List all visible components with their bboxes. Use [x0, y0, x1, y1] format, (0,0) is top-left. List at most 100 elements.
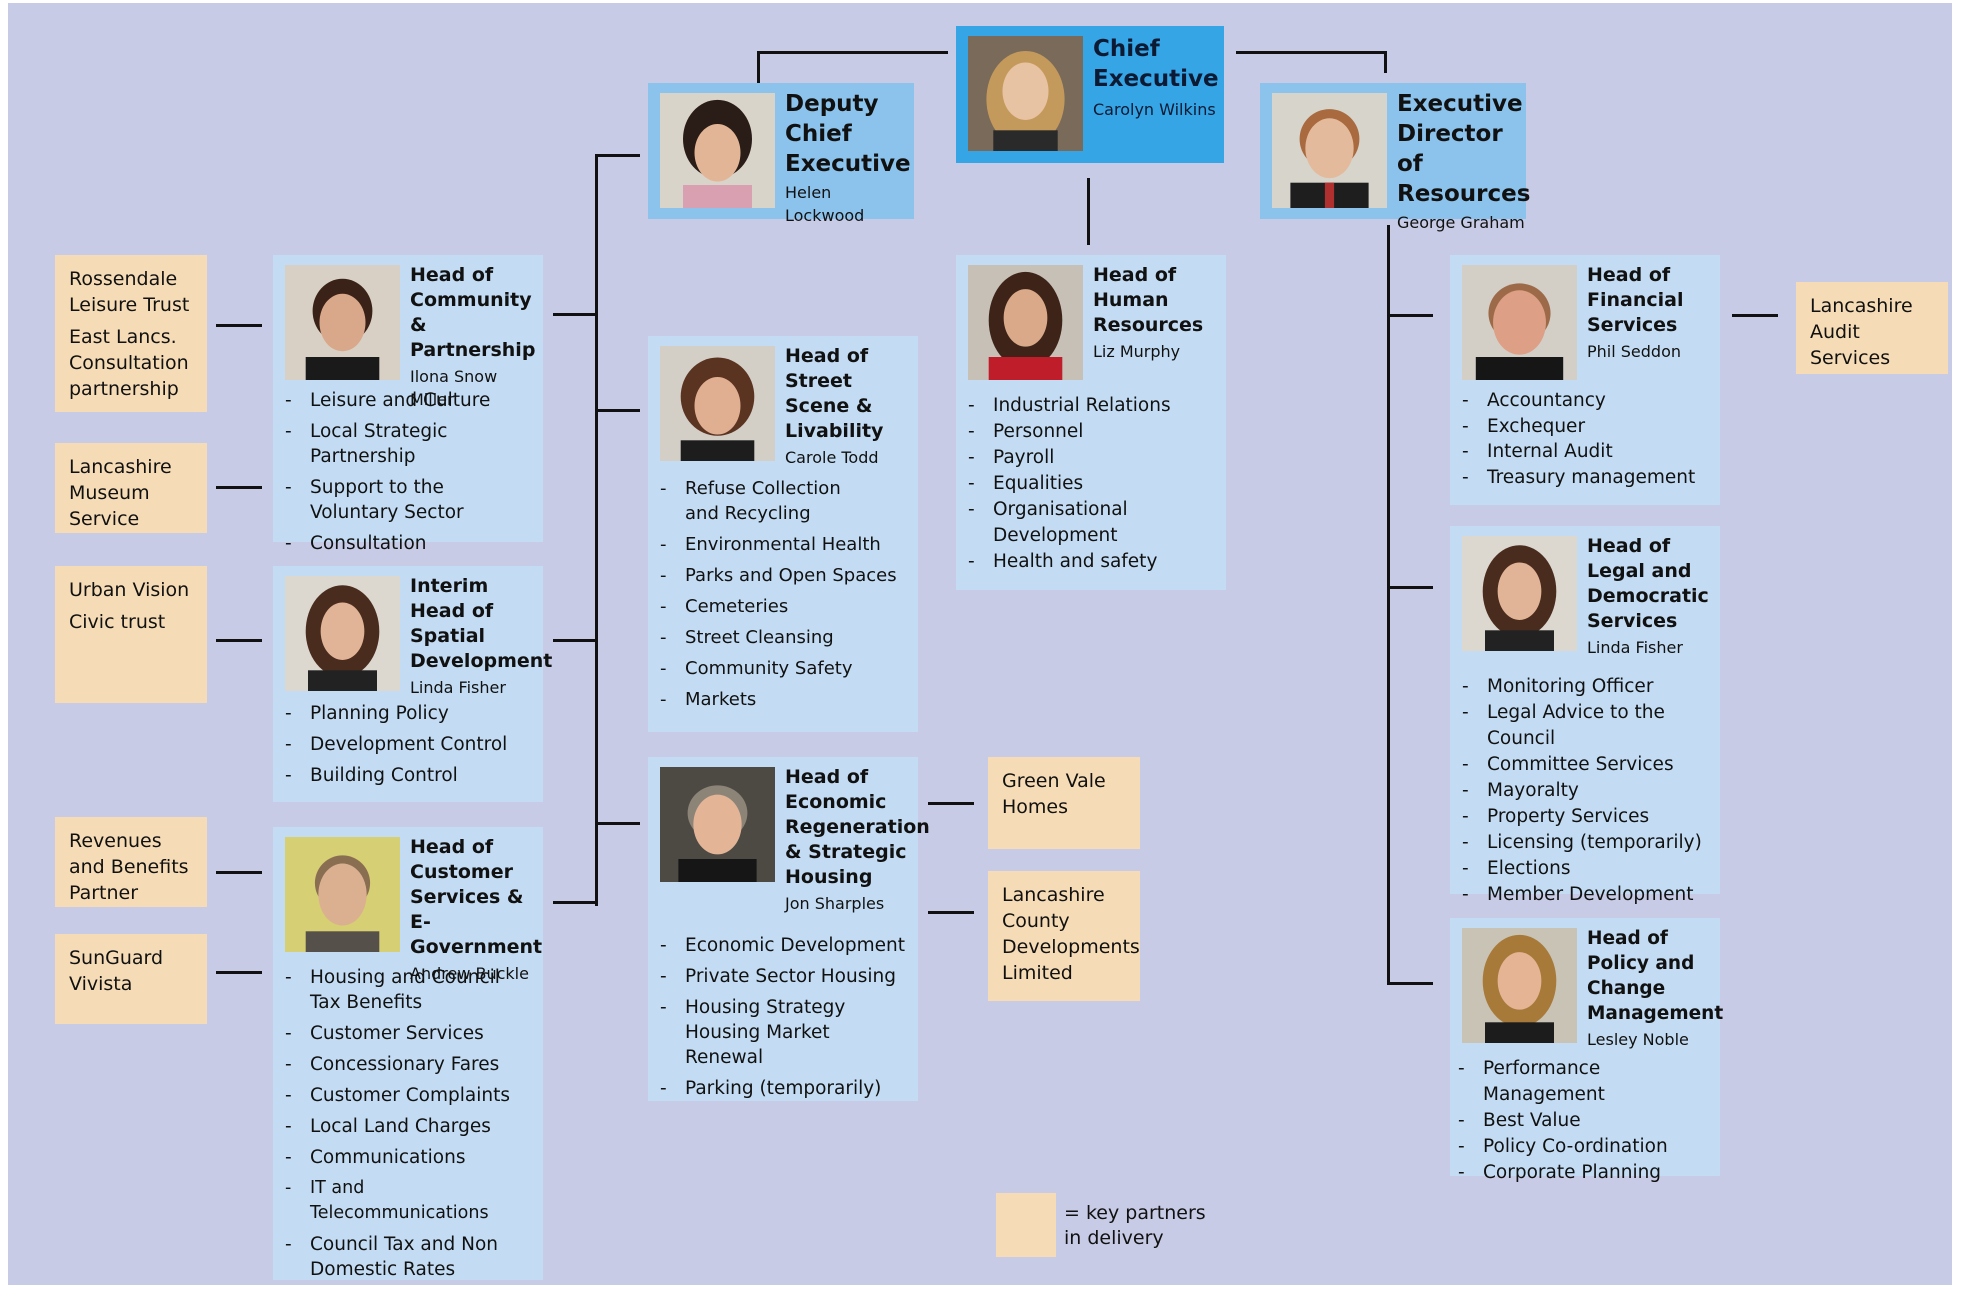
partner-name: East Lancs. Consultation partnership — [69, 326, 189, 400]
duty-item: Parking (temporarily) — [658, 1076, 912, 1101]
portrait-photo-executive-director-resources — [1272, 93, 1387, 208]
duty-item: Private Sector Housing — [658, 964, 912, 989]
head-hr-name: Liz Murphy — [1093, 342, 1181, 361]
connector-line — [553, 639, 598, 642]
partner-box-green-vale: Green Vale Homes — [988, 757, 1140, 849]
duty-item: Legal Advice to the Council — [1460, 700, 1714, 752]
duty-item: Health and safety — [966, 549, 1220, 575]
duty-item: Monitoring Officer — [1460, 674, 1714, 700]
duty-item: Personnel — [966, 419, 1220, 445]
connector-line — [553, 901, 598, 904]
duty-item: Customer Complaints — [283, 1083, 537, 1108]
head-policy-change-box: Head of Policy and Change Management Les… — [1450, 918, 1724, 1186]
head-spatial-development-box: Interim Head of Spatial Development Lind… — [273, 566, 552, 802]
duty-item: Development Control — [283, 732, 537, 757]
duty-item: Organisational Development — [966, 497, 1153, 549]
duty-item: Customer Services — [283, 1021, 537, 1046]
connector-line — [595, 154, 598, 906]
duty-item: Planning Policy — [283, 701, 537, 726]
head-hr-duties: Industrial Relations Personnel Payroll E… — [966, 393, 1220, 575]
connector-line — [1387, 314, 1433, 317]
duty-item: Housing and Council Tax Benefits — [283, 965, 537, 1015]
head-street-title: Head of Street Scene & Livability — [785, 345, 884, 442]
head-legal-title: Head of Legal and Democratic Services — [1587, 535, 1709, 632]
head-financial-name: Phil Seddon — [1587, 342, 1682, 361]
head-financial-services-box: Head of Financial Services Phil Seddon A… — [1450, 255, 1720, 505]
connector-line — [553, 313, 598, 316]
head-street-duties: Refuse Collection and Recycling Environm… — [658, 476, 912, 718]
duty-item: Support to the Voluntary Sector — [283, 475, 537, 525]
connector-line — [1087, 178, 1090, 245]
connector-line — [216, 324, 262, 327]
connector-line — [757, 51, 760, 83]
connector-line — [758, 51, 948, 54]
head-economic-duties: Economic Development Private Sector Hous… — [658, 933, 912, 1107]
head-human-resources-box: Head of Human Resources Liz Murphy Indus… — [956, 255, 1226, 590]
duty-item: Parks and Open Spaces — [658, 563, 912, 588]
duty-item: Elections — [1460, 856, 1714, 882]
portrait-photo-head-economic — [660, 767, 775, 882]
connector-line — [216, 639, 262, 642]
executive-director-resources-box: Executive Director of Resources George G… — [1260, 83, 1530, 232]
portrait-photo-head-policy — [1462, 928, 1577, 1043]
duty-item: Housing Strategy Housing Market Renewal — [658, 995, 895, 1070]
connector-line — [928, 802, 974, 805]
head-community-partnership-box: Head of Community & Partnership Ilona Sn… — [273, 255, 543, 556]
duty-item: Building Control — [283, 763, 537, 788]
partner-box-lancashire-audit: Lancashire Audit Services — [1796, 282, 1948, 374]
duty-item: Communications — [283, 1145, 537, 1170]
head-street-name: Carole Todd — [785, 448, 879, 467]
head-legal-name: Linda Fisher — [1587, 638, 1683, 657]
duty-item: Environmental Health — [658, 532, 912, 557]
duty-item: Economic Development — [658, 933, 912, 958]
duty-item: Community Safety — [658, 656, 912, 681]
duty-item: Member Development — [1460, 882, 1714, 908]
connector-line — [216, 971, 262, 974]
head-spatial-duties: Planning Policy Development Control Buil… — [283, 701, 537, 794]
duty-item: Best Value — [1456, 1108, 1714, 1134]
head-policy-title: Head of Policy and Change Management — [1587, 928, 1724, 1024]
duty-item: Payroll — [966, 445, 1220, 471]
duty-item: Equalities — [966, 471, 1220, 497]
connector-line — [1236, 51, 1386, 54]
connector-line — [595, 154, 640, 157]
portrait-photo-chief-executive — [968, 36, 1083, 151]
duty-item: Committee Services — [1460, 752, 1714, 778]
head-hr-title: Head of Human Resources — [1093, 264, 1204, 336]
partner-box-sunguard: SunGuard Vivista — [55, 934, 207, 1024]
duty-item: Property Services — [1460, 804, 1714, 830]
chief-executive-title: Chief Executive — [1093, 36, 1219, 92]
head-policy-duties: Performance Management Best Value Policy… — [1456, 1056, 1714, 1186]
partner-name: Civic trust — [69, 611, 166, 633]
partner-name: Green Vale Homes — [1002, 770, 1106, 818]
head-community-duties: Leisure and Culture Local Strategic Part… — [283, 388, 537, 562]
connector-line — [595, 822, 640, 825]
partner-box-museum: Lancashire Museum Service — [55, 443, 207, 533]
partner-name: Urban Vision — [69, 579, 190, 601]
head-policy-name: Lesley Noble — [1587, 1030, 1689, 1049]
connector-line — [1387, 225, 1390, 985]
portrait-photo-head-customer — [285, 837, 400, 952]
partner-name: Revenues and Benefits Partner — [69, 830, 189, 904]
partner-name: Rossendale Leisure Trust — [69, 268, 190, 316]
partner-box-revenues: Revenues and Benefits Partner — [55, 817, 207, 907]
duty-item: Refuse Collection and Recycling — [658, 476, 860, 526]
head-spatial-name: Linda Fisher — [410, 678, 506, 697]
partner-name: Lancashire County Developments Limited — [1002, 884, 1140, 984]
duty-item: Mayoralty — [1460, 778, 1714, 804]
duty-item: Licensing (temporarily) — [1460, 830, 1714, 856]
partner-box-rossendale: Rossendale Leisure Trust East Lancs. Con… — [55, 255, 207, 412]
legend-swatch — [996, 1193, 1056, 1257]
deputy-chief-executive-title: Deputy Chief Executive — [785, 91, 911, 177]
head-customer-duties: Housing and Council Tax Benefits Custome… — [283, 965, 537, 1288]
head-financial-title: Head of Financial Services — [1587, 264, 1684, 336]
duty-item: Concessionary Fares — [283, 1052, 537, 1077]
connector-line — [928, 911, 974, 914]
connector-line — [216, 486, 262, 489]
duty-item: Performance Management — [1456, 1056, 1714, 1108]
deputy-chief-executive-name: Helen Lockwood — [785, 183, 865, 225]
portrait-photo-head-legal — [1462, 536, 1577, 651]
head-economic-title: Head of Economic Regeneration & Strategi… — [785, 766, 930, 888]
head-community-title: Head of Community & Partnership — [410, 264, 536, 361]
connector-line — [1387, 586, 1433, 589]
